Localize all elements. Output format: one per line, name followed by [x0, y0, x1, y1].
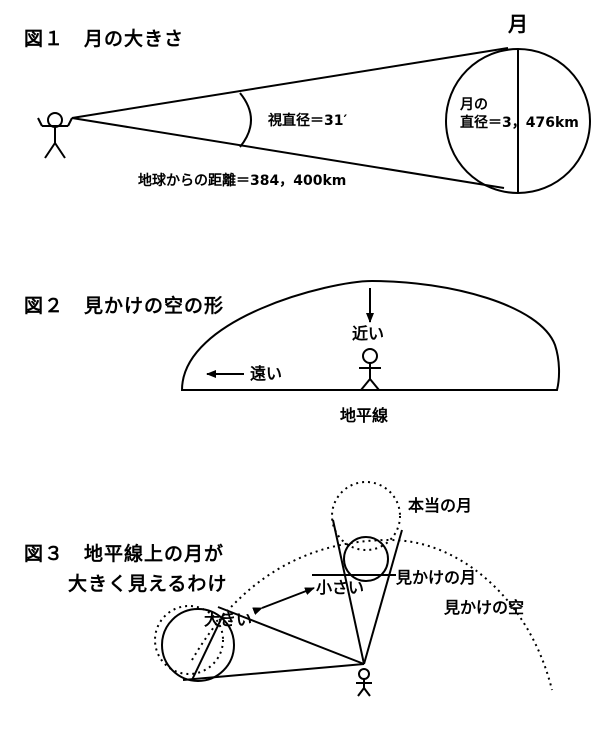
fig3-apparent-moon-label: 見かけの月: [396, 568, 477, 587]
fig3-sight-line-1: [332, 519, 365, 665]
fig3-title-line2: 大きく見えるわけ: [68, 573, 228, 595]
fig3-apparent-sky-arc: [191, 538, 553, 691]
fig1-diameter-label-line1: 月の: [460, 97, 488, 113]
fig2-sky-dome: [180, 279, 561, 391]
fig1-upper-sight-line: [71, 47, 509, 119]
fig3-big-label: 大きい: [204, 610, 253, 629]
fig3-sight-line-3: [217, 606, 365, 665]
fig1-angle-arc: [239, 92, 252, 148]
fig2-diagram: [180, 279, 561, 391]
fig3-small-label: 小さい: [316, 578, 365, 597]
fig3-true-moon-label: 本当の月: [408, 496, 473, 515]
fig2-horizon-label: 地平線: [340, 406, 389, 425]
fig1-lower-sight-line: [71, 117, 505, 189]
fig1-angle-label: 視直径＝31′: [268, 113, 348, 129]
fig1-diagram: [37, 47, 591, 194]
fig2-near-label: 近い: [352, 324, 385, 343]
fig2-stick-figure: [359, 348, 381, 391]
fig3-title-line1: 図３ 地平線上の月が: [24, 543, 225, 565]
fig3-true-moon-overhead: [331, 481, 401, 551]
fig3-apparent-moon-overhead: [343, 536, 389, 582]
fig3-diagram: [154, 481, 553, 697]
fig2-far-label: 遠い: [250, 364, 283, 383]
fig3-horizon-diameter: [191, 612, 225, 681]
fig1-distance-label: 地球からの距離＝384，400km: [138, 173, 347, 189]
fig3-sight-line-4: [182, 663, 365, 681]
fig3-apparent-moon-horizon: [161, 608, 235, 682]
fig2-title: 図２ 見かけの空の形: [24, 295, 225, 317]
fig3-size-compare-arrow: [252, 587, 315, 615]
fig1-title: 図１ 月の大きさ: [24, 28, 185, 50]
fig3-sight-line-2: [363, 529, 403, 665]
fig3-apparent-sky-label: 見かけの空: [444, 598, 525, 617]
fig3-stick-figure: [356, 668, 372, 697]
fig3-true-moon-horizon: [154, 605, 224, 675]
fig1-diameter-label-line2: 直径＝3，476km: [460, 115, 579, 131]
fig1-moon-label: 月: [508, 12, 528, 36]
fig1-stick-figure: [37, 112, 73, 159]
